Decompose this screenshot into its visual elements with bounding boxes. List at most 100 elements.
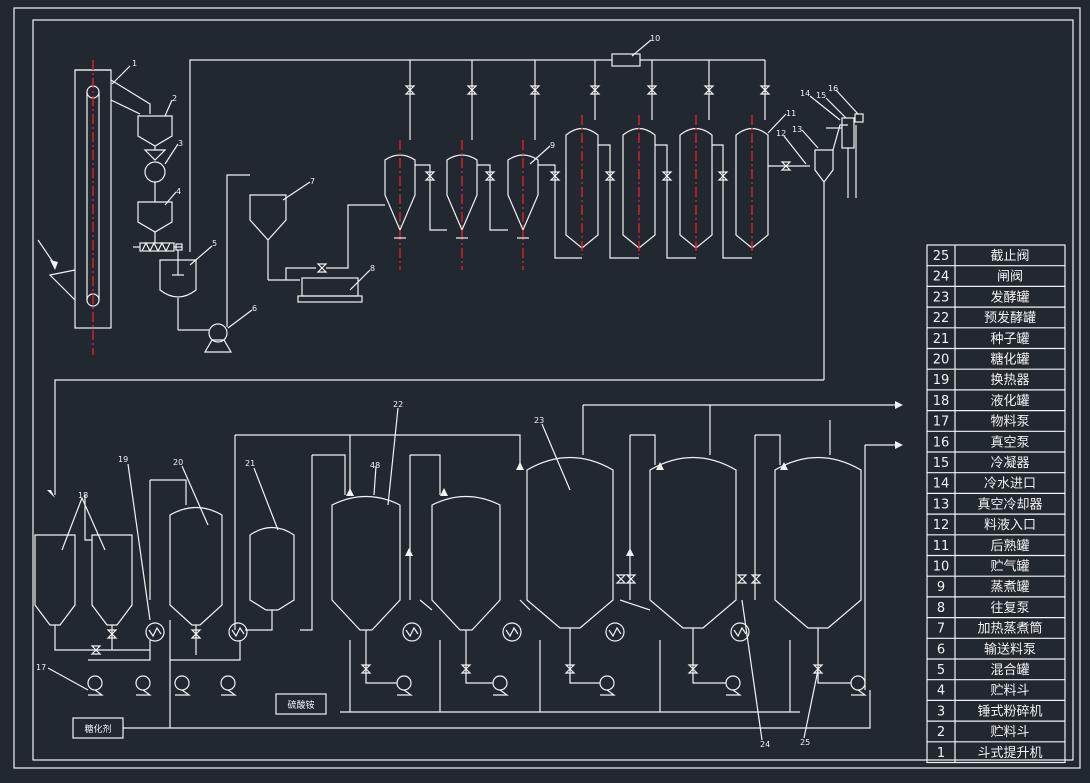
prefermenter-22b	[409, 454, 501, 631]
callout-6: 6	[252, 304, 257, 313]
parts-list-name: 加热蒸煮筒	[977, 621, 1042, 637]
parts-list-number: 5	[937, 663, 945, 678]
box-ammonium-sulfate	[275, 693, 327, 715]
parts-list-name: 冷水进口	[984, 477, 1036, 492]
liquefaction-tank-18a	[34, 534, 76, 626]
callout-10: 10	[650, 34, 660, 43]
callout-19: 19	[118, 455, 128, 464]
callout-numbers: 1 2 3 4 5 6 7 8 9 10 11 12 13 14 15 16 1…	[36, 34, 838, 749]
callout-7: 7	[310, 177, 315, 186]
callout-48: 48	[370, 461, 380, 470]
parts-list-name: 锤式粉碎机	[977, 704, 1042, 719]
parts-list-number: 23	[933, 290, 950, 305]
callout-9: 9	[550, 141, 555, 150]
callout-14: 14	[800, 89, 810, 98]
parts-list-name: 真空冷却器	[977, 497, 1042, 512]
valve-group-lower	[47, 462, 824, 674]
parts-list-number: 24	[933, 270, 950, 285]
reciprocating-pump-8	[285, 204, 385, 303]
parts-list-border	[926, 244, 1066, 764]
parts-list-number: 17	[933, 415, 950, 430]
parts-list-number: 20	[933, 353, 950, 368]
leader-lines	[47, 39, 859, 741]
parts-list-number: 21	[933, 332, 950, 347]
ripening-tank-b	[622, 115, 656, 255]
saccharification-tank-20	[149, 479, 223, 626]
parts-list-number: 25	[933, 249, 950, 264]
hopper-2	[137, 115, 173, 147]
parts-list-name: 预发酵罐	[984, 310, 1036, 326]
callout-20: 20	[173, 458, 183, 467]
box-ammonium-sulfate-label: 硫酸铵	[287, 699, 314, 711]
parts-list-name: 料液入口	[984, 518, 1036, 533]
steam-header	[189, 53, 766, 252]
cooker-9c	[507, 140, 539, 270]
fermenter-23a	[526, 401, 903, 629]
box-saccharifier-label: 糖化剂	[84, 723, 111, 735]
callout-3: 3	[178, 139, 183, 148]
parts-list-number: 15	[933, 456, 950, 471]
callout-15: 15	[816, 91, 826, 100]
callout-12: 12	[776, 129, 786, 138]
callout-4: 4	[176, 187, 181, 196]
parts-list-name: 冷凝器	[990, 455, 1029, 471]
ripening-tank-d	[735, 115, 769, 255]
callout-11: 11	[786, 109, 796, 118]
hammer-mill-3	[143, 146, 167, 183]
parts-list-number: 3	[937, 704, 945, 719]
cooker-piping	[415, 144, 810, 259]
callout-22: 22	[393, 400, 403, 409]
parts-list-number: 14	[933, 477, 950, 492]
vacuum-cooler-13	[814, 124, 848, 380]
valve-group-upper	[404, 85, 792, 181]
feed-arrow	[37, 239, 58, 270]
parts-list-number: 11	[933, 539, 950, 554]
callout-21: 21	[245, 459, 255, 468]
parts-list-name: 种子罐	[990, 332, 1029, 347]
callout-23: 23	[534, 416, 544, 425]
callout-25: 25	[800, 738, 810, 747]
cooker-9a	[384, 140, 416, 270]
callout-13: 13	[792, 125, 802, 134]
callout-5: 5	[212, 239, 217, 248]
callout-24: 24	[760, 740, 770, 749]
parts-list-name: 换热器	[990, 373, 1029, 388]
hopper-4	[137, 182, 173, 233]
transfer-pump-6	[178, 174, 250, 353]
parts-list-name: 贮料斗	[990, 725, 1029, 740]
fermenter-23c	[754, 420, 903, 690]
callout-1: 1	[132, 59, 137, 68]
heating-cooker-7	[249, 194, 300, 281]
parts-list-name: 贮料斗	[990, 684, 1029, 699]
parts-list-name: 后熟罐	[990, 538, 1029, 554]
parts-list-number: 8	[937, 601, 945, 616]
parts-list-name: 混合罐	[990, 663, 1029, 678]
parts-list-number: 12	[933, 518, 950, 533]
inner-frame	[32, 19, 1074, 761]
parts-list-number: 9	[937, 580, 945, 595]
parts-list-number: 13	[933, 497, 950, 512]
outer-frame	[13, 7, 1081, 769]
callout-8: 8	[370, 264, 375, 273]
parts-list-number: 7	[937, 622, 945, 637]
bucket-elevator	[48, 60, 151, 355]
parts-list-name: 蒸煮罐	[990, 580, 1029, 595]
parts-list-name: 截止阀	[990, 249, 1029, 264]
liquefaction-tank-18b	[84, 495, 133, 626]
ripening-tank-c	[679, 115, 713, 255]
parts-list-name: 贮气罐	[990, 559, 1029, 575]
heat-exchangers	[145, 622, 750, 642]
prefermenter-22a	[300, 435, 401, 631]
parts-list-number: 10	[933, 560, 950, 575]
condenser-15	[826, 113, 864, 198]
parts-list-name: 往复泵	[990, 601, 1029, 616]
pumps-lower	[87, 675, 867, 696]
parts-list-number: 1	[937, 746, 945, 761]
parts-list-name: 发酵罐	[990, 289, 1029, 305]
callout-16: 16	[828, 84, 838, 93]
callout-2: 2	[172, 94, 177, 103]
parts-list-number: 16	[933, 435, 950, 450]
parts-list-number: 19	[933, 373, 950, 388]
parts-list-number: 22	[933, 311, 950, 326]
parts-list-name: 真空泵	[990, 435, 1029, 450]
